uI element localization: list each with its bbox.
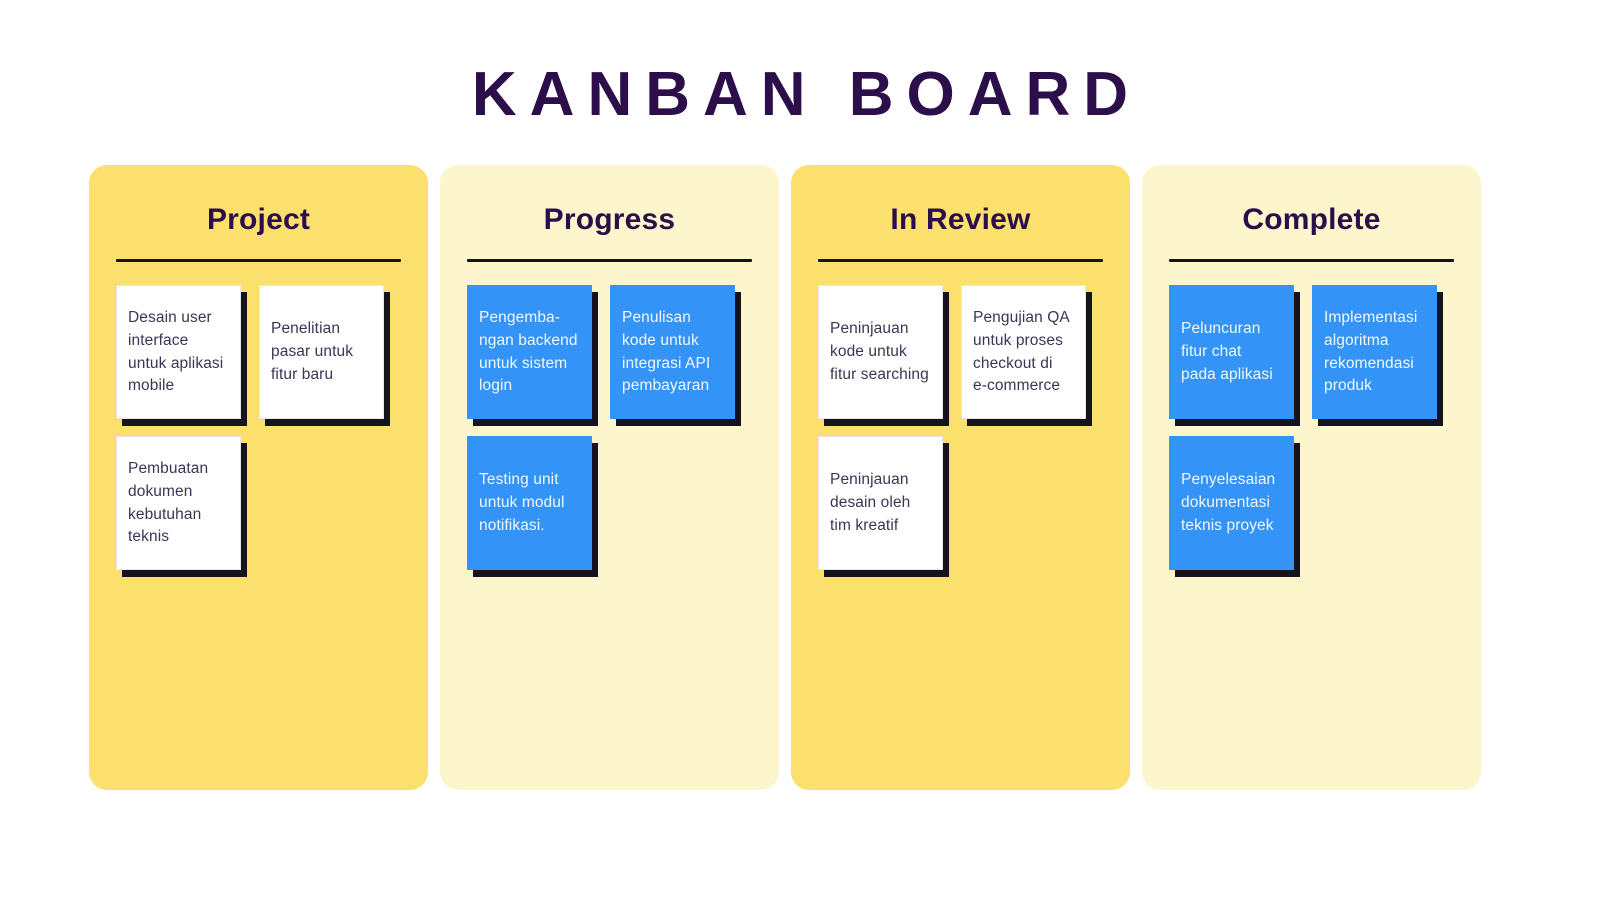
task-card-text: Peninjauan desain oleh tim kreatif	[830, 471, 911, 534]
task-card-text: Penyelesaian dokumentasi teknis proyek	[1181, 471, 1276, 534]
task-card-text: Pengujian QA untuk proses checkout di e-…	[973, 308, 1070, 395]
task-card[interactable]: Peninjauan kode untuk fitur searching	[818, 285, 943, 419]
task-card[interactable]: Pengujian QA untuk proses checkout di e-…	[961, 285, 1086, 419]
column-title: Progress	[543, 203, 676, 236]
task-card-text: Penelitian pasar untuk fitur baru	[271, 320, 354, 383]
card-grid: Desain user interface untuk aplikasi mob…	[116, 285, 401, 570]
task-card[interactable]: Penulisan kode untuk integrasi API pemba…	[610, 285, 735, 419]
task-card-text: Implementasi algoritma rekomendasi produ…	[1324, 308, 1418, 395]
card-grid: Peluncuran fitur chat pada aplikasi Imple…	[1169, 285, 1454, 570]
column-divider	[818, 259, 1103, 262]
task-card[interactable]: Pengemba- ngan backend untuk sistem logi…	[467, 285, 592, 419]
task-card[interactable]: Desain user interface untuk aplikasi mob…	[116, 285, 241, 419]
task-card-text: Pengemba- ngan backend untuk sistem logi…	[479, 308, 578, 395]
column-divider	[467, 259, 752, 262]
task-card-text: Desain user interface untuk aplikasi mob…	[128, 308, 224, 395]
task-card-text: Testing unit untuk modul notifikasi.	[479, 471, 565, 534]
task-card[interactable]: Peninjauan desain oleh tim kreatif	[818, 436, 943, 570]
column-title: Project	[206, 203, 311, 236]
task-card-text: Peninjauan kode untuk fitur searching	[830, 320, 929, 383]
card-grid: Pengemba- ngan backend untuk sistem logi…	[467, 285, 752, 570]
task-card-text: Penulisan kode untuk integrasi API pemba…	[622, 308, 711, 395]
task-card-text: Pembuatan dokumen kebutuhan teknis	[128, 459, 209, 546]
column-divider	[1169, 259, 1454, 262]
task-card[interactable]: Penyelesaian dokumentasi teknis proyek	[1169, 436, 1294, 570]
column-title: In Review	[890, 203, 1031, 236]
task-card[interactable]: Testing unit untuk modul notifikasi.	[467, 436, 592, 570]
page-title: KANBAN BOARD	[471, 60, 1142, 129]
task-card[interactable]: Peluncuran fitur chat pada aplikasi	[1169, 285, 1294, 419]
task-card[interactable]: Implementasi algoritma rekomendasi produ…	[1312, 285, 1437, 419]
column-title: Complete	[1242, 203, 1381, 236]
task-card[interactable]: Penelitian pasar untuk fitur baru	[259, 285, 384, 419]
task-card-text: Peluncuran fitur chat pada aplikasi	[1181, 320, 1273, 383]
column-divider	[116, 259, 401, 262]
task-card[interactable]: Pembuatan dokumen kebutuhan teknis	[116, 436, 241, 570]
